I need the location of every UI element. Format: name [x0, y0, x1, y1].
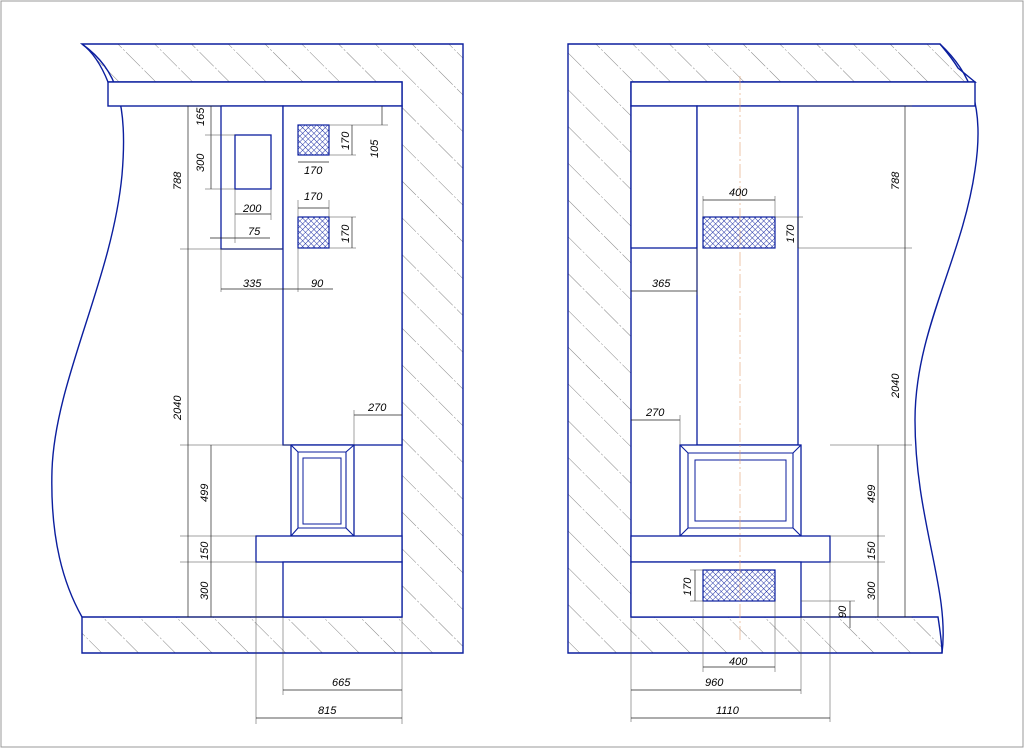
right-dim-270: 270: [645, 407, 665, 419]
left-break-line: [51, 43, 125, 618]
left-ceiling-band: [107, 81, 403, 107]
left-dim-300-top: 300: [195, 153, 207, 172]
right-dim-960: 960: [705, 677, 724, 689]
right-dim-170-low-vent: 170: [682, 577, 694, 596]
right-vent-grille-bottom: [702, 569, 776, 602]
left-dim-200: 200: [242, 203, 262, 215]
right-hearth-slab: [630, 535, 831, 563]
left-chimney: [282, 105, 403, 446]
left-dim-170-vent2-height: 170: [340, 224, 352, 243]
right-vent-grille-top: [702, 216, 776, 249]
left-firebox-outer: [290, 444, 355, 537]
right-dim-400-top: 400: [729, 187, 748, 199]
left-dim-788: 788: [172, 171, 184, 190]
right-dim-2040: 2040: [890, 373, 902, 399]
right-firebox-bevel: [679, 444, 802, 537]
left-vent-grille-1: [297, 124, 330, 156]
right-hood-left-block: [630, 105, 698, 249]
right-chimney: [696, 105, 799, 446]
right-firebox-outer: [679, 444, 802, 537]
left-dim-2040: 2040: [172, 395, 184, 421]
left-dim-170-vent1-height: 170: [340, 131, 352, 150]
left-dim-170-vent1-width: 170: [304, 165, 323, 177]
right-dim-1110: 1110: [716, 705, 740, 717]
right-dim-170-vent-height: 170: [785, 224, 797, 243]
right-view: 400 170 788 365 2040 270 499 150 300 170…: [567, 43, 979, 722]
right-wall-section: [567, 43, 977, 654]
right-firebox-inner: [694, 459, 787, 522]
right-dim-365: 365: [652, 278, 671, 290]
left-dim-170-vent2-width: 170: [304, 191, 323, 203]
right-dim-788: 788: [890, 171, 902, 190]
left-dim-165: 165: [195, 107, 207, 126]
left-dim-270: 270: [367, 402, 387, 414]
right-dim-499: 499: [866, 485, 878, 503]
left-dim-300-bottom: 300: [199, 581, 211, 600]
right-ceiling-band: [630, 81, 976, 107]
left-base: [282, 561, 403, 618]
left-dim-815: 815: [318, 705, 337, 717]
left-dimension-lines: [180, 105, 403, 724]
left-firebox-inner: [302, 457, 342, 525]
left-dim-150: 150: [199, 541, 211, 560]
left-dim-90: 90: [311, 278, 324, 290]
right-dim-90: 90: [837, 605, 849, 618]
left-dim-335: 335: [243, 278, 262, 290]
right-dimension-lines: [630, 105, 912, 722]
left-dim-665: 665: [332, 677, 351, 689]
left-firebox-bevel: [290, 444, 355, 537]
left-hearth-slab: [255, 535, 403, 563]
left-dim-105: 105: [369, 139, 381, 158]
right-dim-150: 150: [866, 541, 878, 560]
right-dim-400-bottom: 400: [729, 656, 748, 668]
right-dim-300: 300: [866, 581, 878, 600]
left-opening: [234, 134, 272, 190]
left-view: 165 300 788 200 75 170 105 170 170 170 3…: [51, 43, 464, 724]
left-dim-499: 499: [199, 484, 211, 502]
left-dim-75: 75: [248, 226, 261, 238]
right-break-line: [914, 43, 979, 654]
left-vent-grille-2: [297, 216, 330, 249]
